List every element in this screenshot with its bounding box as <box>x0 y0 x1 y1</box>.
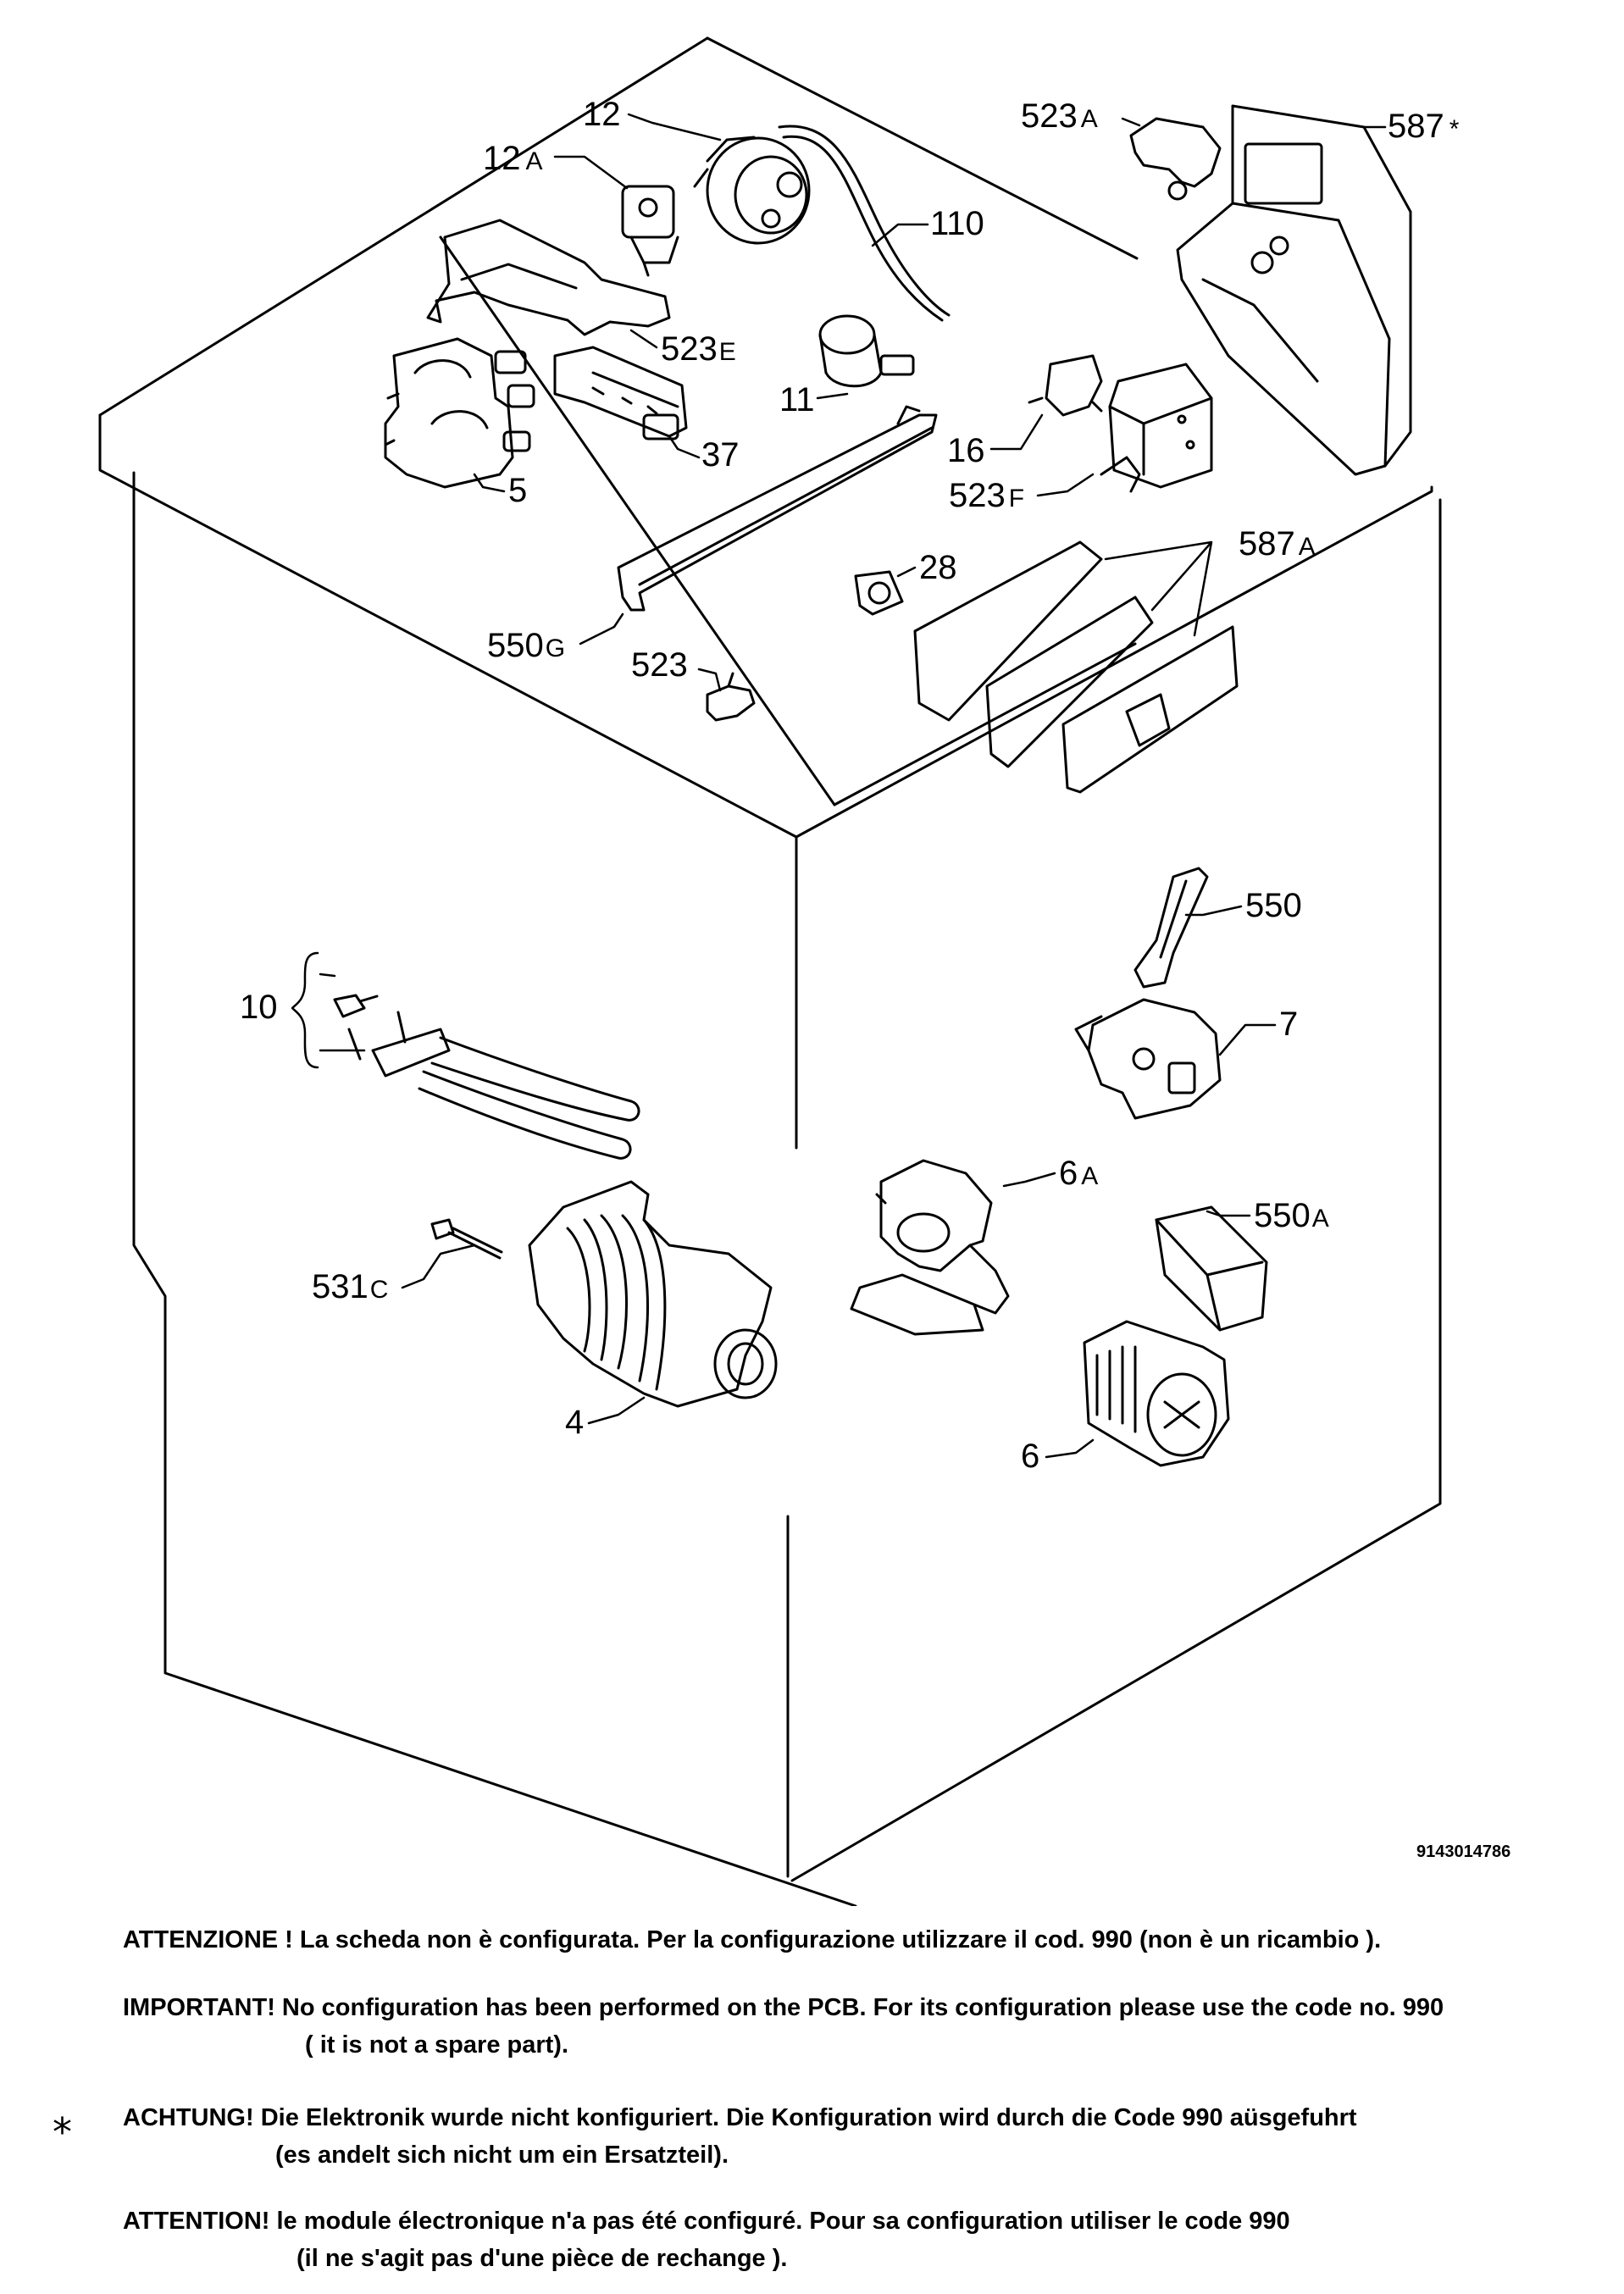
label-part-5: 5 <box>508 472 527 509</box>
label-part-11: 11 <box>779 381 815 418</box>
note-german-line1: ACHTUNG! Die Elektronik wurde nicht konf… <box>123 2104 1357 2131</box>
label-part-6: 6 <box>1021 1438 1039 1475</box>
relay-part <box>1028 354 1103 417</box>
label-part-110: 110 <box>930 205 984 242</box>
label-part-16: 16 <box>947 432 985 469</box>
pressure-switch-a-part <box>621 185 679 277</box>
label-part-523e: 523E <box>661 330 736 368</box>
label-part-523: 523 <box>631 646 688 684</box>
inlet-valve-part <box>384 337 535 489</box>
note-french-line2: (il ne s'agit pas d'une pièce de rechang… <box>297 2245 788 2272</box>
leader-lines <box>291 113 1387 1459</box>
cabinet-outline <box>98 36 1442 1906</box>
document-id: 9143014786 <box>1416 1842 1511 1861</box>
electronic-module-587-part <box>1176 104 1412 476</box>
door-lever-part <box>1133 867 1209 989</box>
box-523f-part <box>1100 363 1213 493</box>
connector-block-part <box>553 346 688 441</box>
control-boards-587a-part <box>913 540 1239 794</box>
pressure-switch-part <box>693 136 811 245</box>
note-french-line1: ATTENTION! le module électronique n'a pa… <box>123 2208 1290 2235</box>
cover-550a-part <box>1155 1205 1268 1332</box>
clip-523-part <box>706 672 756 722</box>
note-english: IMPORTANT! No configuration has been per… <box>123 1989 1444 2064</box>
label-part-4: 4 <box>565 1404 584 1441</box>
pump-6-part <box>1083 1320 1230 1467</box>
label-part-587-star: 587* <box>1388 108 1460 145</box>
label-part-12: 12 <box>583 96 621 133</box>
heating-element-part <box>333 994 640 1160</box>
label-part-550a: 550A <box>1254 1197 1329 1234</box>
note-italian-line1: ATTENZIONE ! La scheda non è configurata… <box>123 1926 1382 1953</box>
bracket-523e-part <box>426 219 671 336</box>
pump-6a-part <box>850 1159 1010 1336</box>
label-part-10: 10 <box>240 989 278 1026</box>
capacitor-part <box>818 314 915 388</box>
label-part-550g: 550G <box>487 627 565 664</box>
note-german: ACHTUNG! Die Elektronik wurde nicht konf… <box>123 2099 1357 2174</box>
label-part-531c: 531C <box>312 1268 388 1305</box>
label-part-37: 37 <box>701 436 740 474</box>
note-german-line2: (es andelt sich nicht um ein Ersatzteil)… <box>275 2142 729 2169</box>
door-lock-part <box>1074 998 1222 1120</box>
note-french: ATTENTION! le module électronique n'a pa… <box>123 2203 1290 2277</box>
label-part-550: 550 <box>1245 887 1302 924</box>
drain-pump-motor-part <box>528 1180 778 1408</box>
asterisk-marker: * <box>53 2109 72 2155</box>
note-italian: ATTENZIONE ! La scheda non è configurata… <box>123 1921 1381 1959</box>
note-english-line1: IMPORTANT! No configuration has been per… <box>123 1994 1444 2021</box>
clip-523a-part <box>1129 117 1222 201</box>
gasket-part <box>854 570 904 616</box>
label-part-7: 7 <box>1279 1006 1298 1043</box>
label-part-28: 28 <box>919 549 957 586</box>
bracket-550g-part <box>617 405 938 612</box>
note-english-line2: ( it is not a spare part). <box>305 2031 568 2059</box>
pressure-hose-part <box>778 125 951 322</box>
